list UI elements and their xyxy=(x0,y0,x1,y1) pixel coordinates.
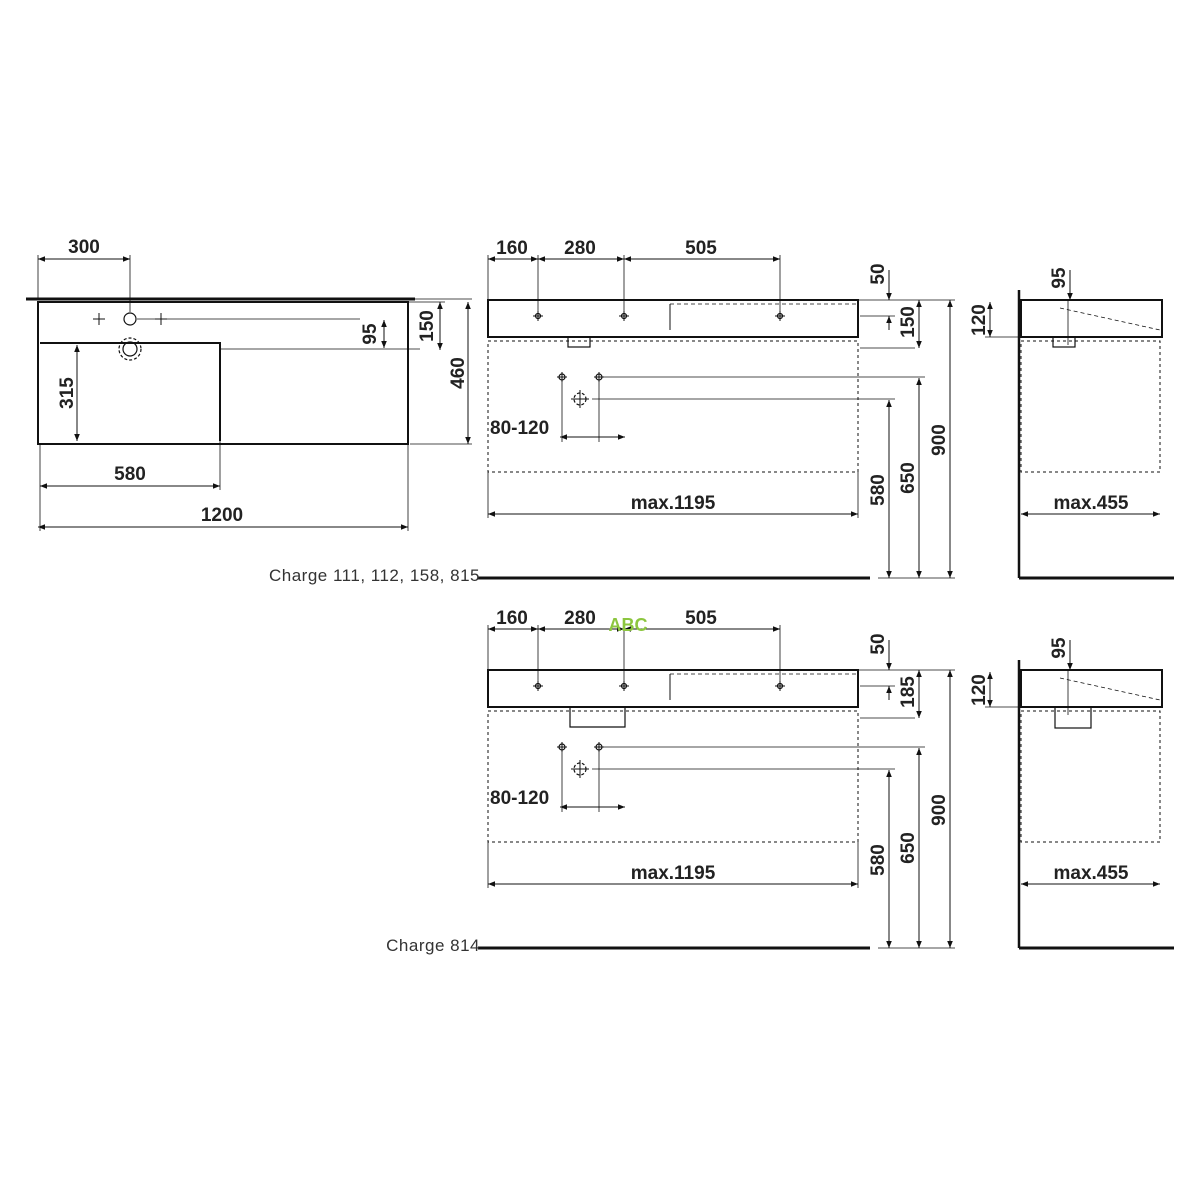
dim-label-120: 120 xyxy=(969,304,990,336)
dim-label-max455: max.455 xyxy=(1053,493,1128,514)
dim-label-280: 280 xyxy=(564,608,596,629)
basin-front xyxy=(487,669,859,708)
inner-line xyxy=(1059,677,1161,701)
dim-label-280: 280 xyxy=(564,238,596,259)
dim-label-depth: 150 xyxy=(898,306,919,338)
dim-label-80-120: 80-120 xyxy=(490,788,549,809)
drain-fitting xyxy=(1054,706,1092,729)
dim-label-1200: 1200 xyxy=(201,505,243,526)
basin-side xyxy=(1020,299,1163,338)
dim-label-max1195: max.1195 xyxy=(631,493,716,514)
plan-view: 300 580 1200 315 95 150 460 xyxy=(26,237,472,531)
basin-outline xyxy=(37,301,409,445)
dim-label-900: 900 xyxy=(929,794,950,826)
dim-label-505: 505 xyxy=(685,608,717,629)
dim-label-95: 95 xyxy=(360,323,381,345)
dim-label-80-120: 80-120 xyxy=(490,418,549,439)
watermark-logo: ABC xyxy=(609,615,648,635)
elevation-set-1: 160 280 505 80-120 max.1195 50 150 580 650 900Cha… xyxy=(269,238,1174,585)
dim-label-650: 650 xyxy=(898,462,919,494)
dim-label-50: 50 xyxy=(868,263,889,284)
dim-label-580: 580 xyxy=(868,844,889,876)
dim-label-300: 300 xyxy=(68,237,100,258)
dim-label-460: 460 xyxy=(448,357,469,389)
basin-front xyxy=(487,299,859,338)
dim-label-900: 900 xyxy=(929,424,950,456)
dim-label-50: 50 xyxy=(868,633,889,654)
dim-label-160: 160 xyxy=(496,608,528,629)
dim-label-160: 160 xyxy=(496,238,528,259)
bowl-outline xyxy=(40,342,221,441)
vanity-outline xyxy=(487,710,859,843)
dim-label-580: 580 xyxy=(114,464,146,485)
dim-label-depth: 185 xyxy=(898,676,919,708)
inner-line xyxy=(1059,307,1161,331)
dim-label-max455: max.455 xyxy=(1053,863,1128,884)
vanity-side xyxy=(1020,340,1161,473)
vanity-side xyxy=(1020,710,1161,843)
drain-inner xyxy=(122,341,138,357)
drain-icon xyxy=(118,337,142,361)
dim-label-95: 95 xyxy=(1049,637,1070,659)
charge-label: Charge 111, 112, 158, 815 xyxy=(269,566,480,585)
elevation-set-2: 160 280 505 80-120 max.1195 50 185 580 650 900Cha… xyxy=(386,608,1174,955)
tap-hole xyxy=(123,312,137,326)
dim-label-580: 580 xyxy=(868,474,889,506)
dim-label-150: 150 xyxy=(417,310,438,342)
dim-label-120: 120 xyxy=(969,674,990,706)
dim-label-95: 95 xyxy=(1049,267,1070,289)
drain-fitting xyxy=(567,336,591,348)
drain-fitting xyxy=(1052,336,1076,348)
drain-fitting xyxy=(569,708,626,728)
basin-side xyxy=(1020,669,1163,708)
dim-label-505: 505 xyxy=(685,238,717,259)
dim-label-650: 650 xyxy=(898,832,919,864)
vanity-outline xyxy=(487,340,859,473)
charge-label: Charge 814 xyxy=(386,936,480,955)
dim-label-max1195: max.1195 xyxy=(631,863,716,884)
dim-label-315: 315 xyxy=(57,377,78,409)
